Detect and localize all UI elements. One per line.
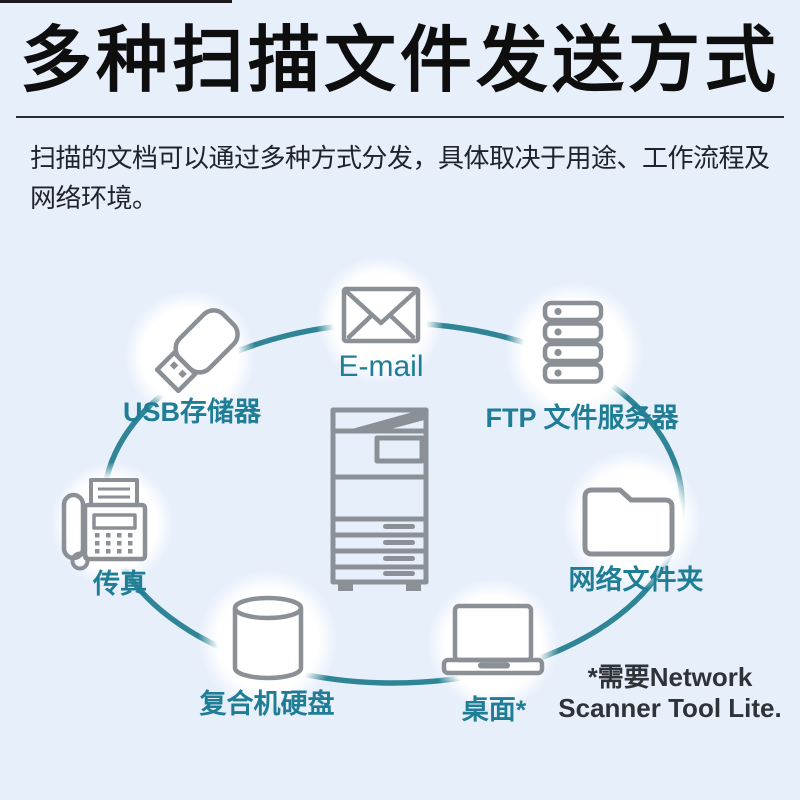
cylinder-disk-icon <box>232 595 304 681</box>
page-title: 多种扫描文件发送方式 <box>19 21 780 101</box>
node-label-mfp-disk: 复合机硬盘 <box>199 689 335 719</box>
copier-icon <box>330 407 429 591</box>
envelope-icon <box>341 286 421 344</box>
node-label-fax: 传真 <box>93 569 147 599</box>
node-label-desktop: 桌面* <box>461 695 527 725</box>
folder-icon <box>582 487 675 557</box>
title-divider <box>16 116 784 118</box>
node-label-usb-storage: USB存储器 <box>122 397 262 427</box>
fax-icon <box>61 478 148 571</box>
footnote-line-1: *需要Network <box>587 662 753 692</box>
description-text: 扫描的文档可以通过多种方式分发，具体取决于用途、工作流程及 网络环境。 <box>30 138 770 218</box>
usb-drive-icon <box>154 308 240 394</box>
node-label-network-folder: 网络文件夹 <box>568 565 704 595</box>
description-line-1: 扫描的文档可以通过多种方式分发，具体取决于用途、工作流程及 <box>30 143 770 173</box>
description-line-2: 网络环境。 <box>30 183 158 213</box>
top-edge-line <box>0 0 232 3</box>
footnote: *需要Network Scanner Tool Lite. <box>558 662 781 724</box>
server-icon <box>542 300 604 384</box>
node-label-ftp-server: FTP 文件服务器 <box>485 403 679 433</box>
laptop-icon <box>441 603 545 676</box>
node-backgrounds <box>50 256 702 710</box>
footnote-line-2: Scanner Tool Lite. <box>558 693 782 723</box>
node-label-email: E-mail <box>338 350 424 383</box>
